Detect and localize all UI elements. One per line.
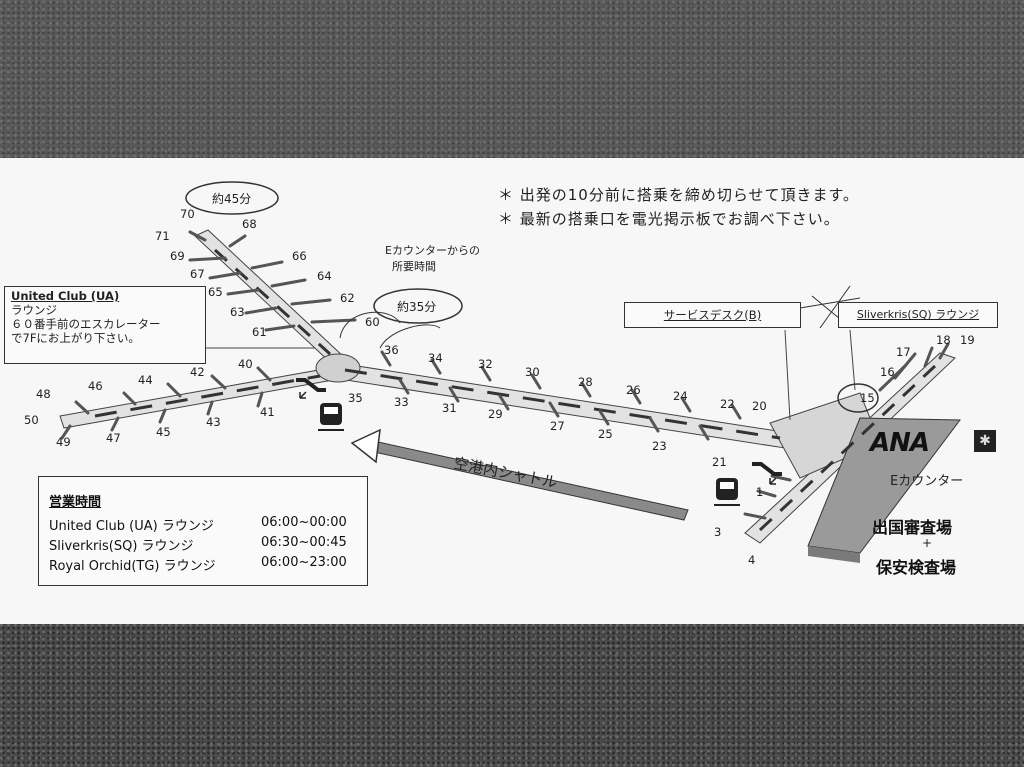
gate-62: 62 [340,291,355,305]
gate-40: 40 [238,357,253,371]
hours-row-name: Royal Orchid(TG) ラウンジ [49,559,216,574]
united-club-line-3: で7Fにお上がり下さい。 [11,331,140,345]
travel-time-caption-2: 所要時間 [392,260,436,273]
terminal-map-drawing: 70 68 71 69 66 67 64 65 62 63 60 61 36 3… [24,181,975,567]
united-club-title: United Club (UA) [11,289,120,303]
united-club-info-box: United Club (UA) ラウンジ ６０番手前のエスカレーター で7Fに… [4,286,206,364]
travel-time-45: 約45分 [212,192,252,206]
gate-1: 1 [756,485,763,499]
gate-4: 4 [748,553,755,567]
gate-44: 44 [138,373,153,387]
escalator-icon [752,462,782,485]
gate-66: 66 [292,249,307,263]
gate-20: 20 [752,399,767,413]
gate-19: 19 [960,333,975,347]
gate-27: 27 [550,419,565,433]
gate-69: 69 [170,249,185,263]
opening-hours-box: 営業時間 United Club (UA) ラウンジ 06:00~00:00 S… [38,476,368,586]
terminal-map-sheet: 70 68 71 69 66 67 64 65 62 63 60 61 36 3… [0,158,1024,624]
gate-35: 35 [348,391,363,405]
gate-28: 28 [578,375,593,389]
gate-23: 23 [652,439,667,453]
gate-25: 25 [598,427,613,441]
gate-60: 60 [365,315,380,329]
sq-lounge-label: Sliverkris(SQ) ラウンジ [838,302,998,328]
gate-36: 36 [384,343,399,357]
gate-71: 71 [155,229,170,243]
gate-47: 47 [106,431,121,445]
hours-row-time: 06:00~00:00 [261,515,347,530]
gate-65: 65 [208,285,223,299]
train-icon [318,403,344,431]
notice-closing-time: ＊ 出発の10分前に搭乗を締め切らせて頂きます。 [498,186,860,204]
gate-50: 50 [24,413,39,427]
hours-row-tg: Royal Orchid(TG) ラウンジ 06:00~23:00 [49,555,347,574]
notice-check-board: ＊ 最新の搭乗口を電光掲示板でお調べ下さい。 [498,210,840,228]
gate-68: 68 [242,217,257,231]
hours-row-ua: United Club (UA) ラウンジ 06:00~00:00 [49,515,347,534]
gate-64: 64 [317,269,332,283]
hours-row-sq: Sliverkris(SQ) ラウンジ 06:30~00:45 [49,535,347,554]
gate-21: 21 [712,455,727,469]
gate-33: 33 [394,395,409,409]
ana-logo: ANA [870,428,930,458]
gate-22: 22 [720,397,735,411]
gate-29: 29 [488,407,503,421]
gate-49: 49 [56,435,71,449]
plus-sign: + [922,536,933,550]
gate-17: 17 [896,345,911,359]
gate-46: 46 [88,379,103,393]
gate-3: 3 [714,525,721,539]
gate-18: 18 [936,333,951,347]
travel-time-35: 約35分 [397,300,437,314]
service-desk-label: サービスデスク(B) [624,302,801,328]
gate-67: 67 [190,267,205,281]
train-icon [714,478,740,506]
gate-16: 16 [880,365,895,379]
travel-time-caption: Eカウンターからの [385,244,480,257]
gate-15: 15 [860,391,875,405]
hours-row-time: 06:30~00:45 [261,535,347,550]
e-counter-label: Eカウンター [890,474,964,489]
table-surface [0,0,1024,160]
gate-70: 70 [180,207,195,221]
gate-48: 48 [36,387,51,401]
gate-31: 31 [442,401,457,415]
gate-30: 30 [525,365,540,379]
gate-41: 41 [260,405,275,419]
gate-61: 61 [252,325,267,339]
gate-34: 34 [428,351,443,365]
gate-26: 26 [626,383,641,397]
star-alliance-icon: ✱ [974,430,996,452]
gate-45: 45 [156,425,171,439]
gate-24: 24 [673,389,688,403]
gate-32: 32 [478,357,493,371]
immigration-label: 出国審査場 [872,518,953,537]
hours-row-name: Sliverkris(SQ) ラウンジ [49,539,194,554]
opening-hours-title: 営業時間 [49,495,102,510]
gate-63: 63 [230,305,245,319]
united-club-line-1: ラウンジ [11,303,57,317]
hours-row-time: 06:00~23:00 [261,555,347,570]
gate-42: 42 [190,365,205,379]
hours-row-name: United Club (UA) ラウンジ [49,519,214,534]
security-label: 保安検査場 [876,558,957,577]
escalator-icon [296,378,326,399]
gate-43: 43 [206,415,221,429]
united-club-line-2: ６０番手前のエスカレーター [11,317,161,331]
gate-numbers: 70 68 71 69 66 67 64 65 62 63 60 61 36 3… [24,207,975,567]
